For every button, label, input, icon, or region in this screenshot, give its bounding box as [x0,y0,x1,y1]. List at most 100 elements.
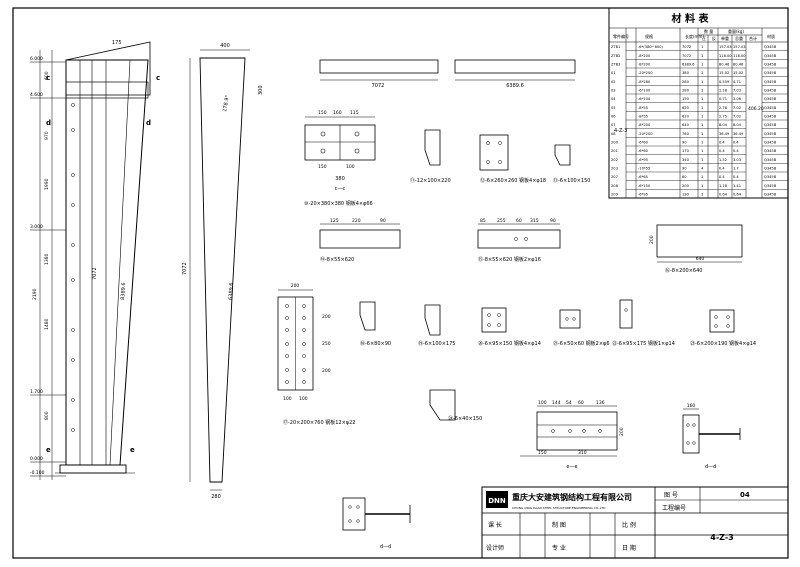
p17-bolt-l-4 [285,354,289,358]
p17-bolt-l-0 [285,304,289,308]
header-reverse: 反 [712,35,716,41]
row-1-unit: 118.00 [719,54,732,58]
row-4-no: 02 [611,80,616,84]
level-label-0: 6.000 [30,56,43,62]
p15-dim-1: 255 [497,218,506,224]
row-16-spec: -6*150 [638,184,651,188]
row-16-no: 208 [611,184,619,188]
section-mark-e-left: e [46,446,51,454]
p17-bolt-l-3 [285,342,289,346]
company-logo-text: DNN [488,497,506,505]
row-10-total: 36.49 [733,132,744,136]
row-15-no: 207 [611,175,618,179]
header-sum: 合计 [749,35,757,41]
part-12: ⑫-6×260×260 钢板4×φ18 [479,134,546,184]
part-18: ⑱-6×80×90 [359,301,391,347]
header-positive: 正 [702,36,706,41]
row-7-no: 05 [611,106,616,110]
ztb1-width-bot: 280 [211,494,221,500]
part-20: ⑳-6×95×150 钢板4×φ14 [478,307,541,347]
plate-label-23: ㉓-6×200×190 钢板4×φ14 [690,340,756,347]
p14-dim-0: 125 [330,218,339,224]
row-16-unit: 1.18 [719,184,728,188]
p10-dim-top-2: 115 [350,110,359,116]
row-11-mat: Q345B [764,141,777,145]
p17-bot-0: 100 [283,396,292,402]
row-3-unit: 15.02 [719,71,729,75]
row-14-total: 1.7 [733,167,739,171]
row-0-length: 7072 [682,45,691,49]
section-cc: 150 160 115 150 100 380 c—c ⑩-20×380×380… [304,110,376,207]
row-12-mat: Q345B [764,149,777,153]
row-0-mat: Q345B [764,45,777,49]
row-11-length: 90 [682,141,687,145]
section-cc-label: c—c [335,186,346,192]
row-6-unit: 0.71 [719,97,727,101]
designer-label: 设计师 [486,544,504,552]
row-3-length: 380 [682,71,690,75]
row-17-pos: 1 [701,193,703,197]
column-bolt-9 [71,428,75,432]
row-9-mat: Q345B [764,123,777,127]
row-1-mat: Q345B [764,54,777,58]
component-total: 406.20 [748,106,764,112]
row-9-spec: -8*200 [638,123,651,127]
col-dim-1: 970 [44,131,50,140]
row-2-pos: 1 [701,63,703,67]
row-12-length: 170 [682,149,690,153]
row-8-pos: 1 [701,115,703,119]
ztb2-length: 7072 [372,83,385,89]
row-0-no: ZTB1 [611,45,620,49]
part-17: 200 200 250 200 100 100 ⑰-20×200×760 钢板1… [277,283,355,426]
row-3-pos: 1 [701,71,703,75]
row-3-total: 15.02 [733,71,743,75]
section-mark-c-right: c [156,74,160,82]
plate-ztb2-drawing: 7072 [319,59,439,89]
plate-label-16: ⑯-8×200×640 [665,267,702,274]
row-2-no: ZTB3 [611,63,620,67]
column-outline [65,59,149,466]
row-6-total: 3.06 [733,97,742,101]
p17-bolt-r-3 [302,342,306,346]
p10-dim-top-1: 160 [333,110,342,116]
ee-top-4: 136 [596,400,605,406]
row-7-total: 7.02 [733,106,741,110]
row-1-total: 118.00 [733,54,746,58]
date-label: 日 期 [622,544,636,552]
p17-bolt-l-5 [285,368,289,372]
row-16-mat: Q345B [764,184,777,188]
level-label-1: 4.600 [30,92,43,98]
column-bolt-3 [71,203,75,207]
header-qty: 数 量 [704,28,713,34]
row-17-length: 130 [682,193,690,197]
level-label-5: -0.100 [30,470,45,476]
row-2-total: 80.46 [733,63,744,67]
row-10-mat: Q345B [764,132,777,136]
header-weight: 重量(kg) [728,28,744,34]
ztb1-side: 300 [258,85,264,95]
header-spec: 规格 [645,33,653,39]
material-table: 材 料 表 零件编号 规格 长度(mm) 数 量 正 反 重量(kg) 单重 总… [608,7,789,199]
row-8-spec: -8*55 [638,115,648,119]
p16-width: 640 [696,256,705,262]
ee-right: 200 [619,427,625,436]
row-15-spec: -6*65 [638,175,648,179]
level-label-4: 0.000 [30,456,43,462]
section-dd-lower: d—d [342,497,411,550]
p17-bolt-r-0 [302,304,306,308]
row-2-length: 6389.6 [682,63,695,67]
col-dim-2: 1990 [44,178,50,190]
row-3-spec: -20*200 [638,71,653,75]
column-bolt-4 [71,243,75,247]
plate-label-24: ㉔-6×40×150 [448,415,482,422]
column-bolt-5 [71,278,75,282]
specialty-label: 专 业 [552,544,566,552]
row-15-pos: 1 [701,175,703,179]
column-width-top: 175 [112,40,122,46]
row-15-unit: 0.4 [719,175,725,179]
p17-right-2: 200 [322,368,331,374]
row-10-spec: -20*200 [638,132,653,136]
drawing-frame [12,7,789,559]
row-5-unit: 1.18 [719,89,728,93]
p15-dim-0: 85 [480,218,486,224]
